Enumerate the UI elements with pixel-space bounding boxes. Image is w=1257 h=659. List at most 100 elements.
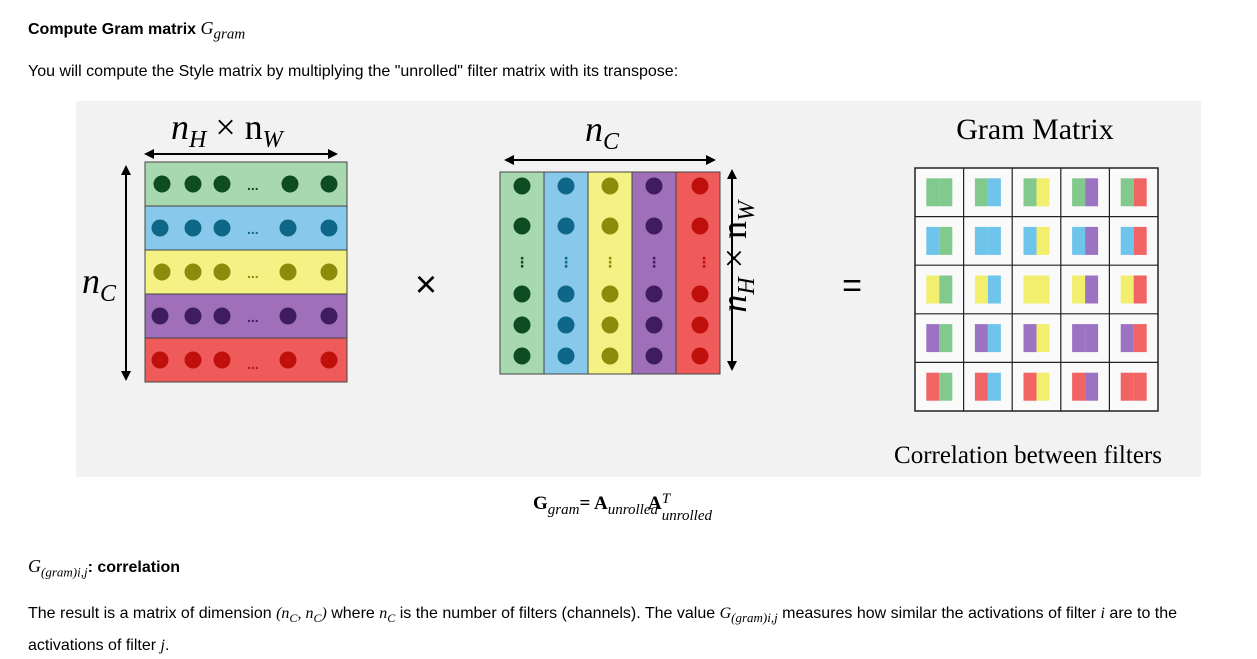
dot — [151, 307, 169, 325]
row-yellow-band — [144, 249, 348, 295]
gram-cell-yellow-blue-right — [987, 275, 1001, 304]
dot — [557, 316, 575, 334]
column-green-band — [499, 171, 545, 375]
ellipsis: ... — [247, 221, 259, 237]
dot — [645, 177, 663, 195]
gram-cell-blue-purple-left — [1072, 226, 1086, 255]
dot — [320, 219, 338, 237]
row-blue-band — [144, 205, 348, 251]
gram-cell-purple-yellow-left — [1023, 324, 1037, 353]
gram-cell-purple-purple-left — [1072, 324, 1086, 353]
dot — [153, 175, 171, 193]
column-purple-band — [631, 171, 677, 375]
vertical-ellipsis: ⋮ — [603, 255, 617, 271]
spatial-label: nH × nW — [714, 199, 760, 313]
dot — [320, 263, 338, 281]
width-label: nH × nW — [171, 107, 285, 153]
dot — [153, 263, 171, 281]
nc-symbol: n — [379, 605, 388, 622]
section-title-math: Ggram — [200, 18, 246, 43]
gram-cell-yellow-blue-left — [974, 275, 988, 304]
dot — [691, 217, 709, 235]
dot — [601, 285, 619, 303]
gram-cell-yellow-green-left — [926, 275, 940, 304]
dot — [645, 285, 663, 303]
dot — [184, 175, 202, 193]
gram-cell-blue-purple-right — [1085, 226, 1099, 255]
channels-label: nC — [82, 261, 117, 307]
formula-a2: A — [648, 493, 662, 514]
gram-cell-purple-red-right — [1133, 324, 1147, 353]
correlation-label: : correlation — [87, 559, 181, 576]
dot — [320, 351, 338, 369]
gram-cell-green-red-left — [1120, 178, 1134, 207]
gram-cell-red-green-left — [926, 372, 940, 401]
gram-cell-purple-green-right — [939, 324, 953, 353]
row-green: ... — [144, 161, 348, 207]
gram-cell-blue-green-right — [939, 226, 953, 255]
dot — [213, 263, 231, 281]
vertical-ellipsis: ⋮ — [559, 255, 573, 271]
dot — [151, 351, 169, 369]
dot — [320, 175, 338, 193]
dot — [557, 177, 575, 195]
row-purple-band — [144, 293, 348, 339]
gram-cell-blue-blue-left — [974, 226, 988, 255]
formula-a1: A — [593, 493, 608, 514]
dot — [320, 307, 338, 325]
gram-cell-yellow-purple-right — [1085, 275, 1099, 304]
dim-part-3: ) — [321, 605, 327, 622]
gram-symbol: G — [200, 18, 214, 38]
dot — [184, 219, 202, 237]
correlation-heading: G(gram)i,j: correlation — [28, 556, 180, 581]
dot — [645, 347, 663, 365]
ellipsis: ... — [247, 177, 259, 193]
multiply-symbol: × — [415, 264, 437, 306]
dot — [645, 316, 663, 334]
figure-canvas: nH × nW nC ... ... — [76, 101, 1201, 477]
unrolled-activation-rows: nH × nW nC ... ... — [82, 107, 348, 383]
gram-cell-red-blue-left — [974, 372, 988, 401]
gram-cell-red-yellow-right — [1036, 372, 1050, 401]
dim-part-1: (n — [276, 605, 290, 622]
gram-cell-red-green-right — [939, 372, 953, 401]
gram-cell-blue-yellow-right — [1036, 226, 1050, 255]
gij-symbol: G — [719, 605, 732, 622]
dot — [601, 347, 619, 365]
dot — [513, 285, 531, 303]
dot — [184, 351, 202, 369]
formula-lhs-sub: gram — [547, 501, 580, 518]
dot — [601, 316, 619, 334]
result-text-6: . — [164, 637, 170, 655]
column-yellow: ⋮ — [587, 171, 633, 375]
gram-cell-blue-red-right — [1133, 226, 1147, 255]
section-title: Compute Gram matrix Ggram — [28, 18, 245, 44]
gram-cell-red-red-left — [1120, 372, 1134, 401]
gij-sub: (gram)i,j — [731, 610, 778, 626]
ellipsis: ... — [247, 265, 259, 281]
column-yellow-band — [587, 171, 633, 375]
vertical-ellipsis: ⋮ — [515, 255, 529, 271]
formula-lhs: G — [533, 493, 548, 514]
formula-a1-sub: unrolled — [607, 501, 658, 518]
dot — [691, 347, 709, 365]
nc-sub: C — [387, 611, 396, 626]
correlation-math-subscript: (gram)i,j — [41, 564, 88, 580]
dot — [213, 351, 231, 369]
gram-cell-red-yellow-left — [1023, 372, 1037, 401]
result-text-4: measures how similar the activations of … — [777, 605, 1101, 622]
row-blue: ... — [144, 205, 348, 251]
gram-cell-yellow-yellow-right — [1036, 275, 1050, 304]
dimension-math: (nC, nC) — [276, 605, 327, 625]
gram-cell-green-purple-left — [1072, 178, 1086, 207]
ellipsis: ... — [247, 356, 259, 372]
dot — [513, 316, 531, 334]
formula-a2-sup: T — [661, 491, 671, 507]
gram-cell-red-blue-right — [987, 372, 1001, 401]
dot — [184, 263, 202, 281]
formula-equals: = — [579, 493, 594, 514]
section-title-text: Compute Gram matrix — [28, 21, 197, 38]
dot — [213, 219, 231, 237]
gram-cell-red-purple-left — [1072, 372, 1086, 401]
